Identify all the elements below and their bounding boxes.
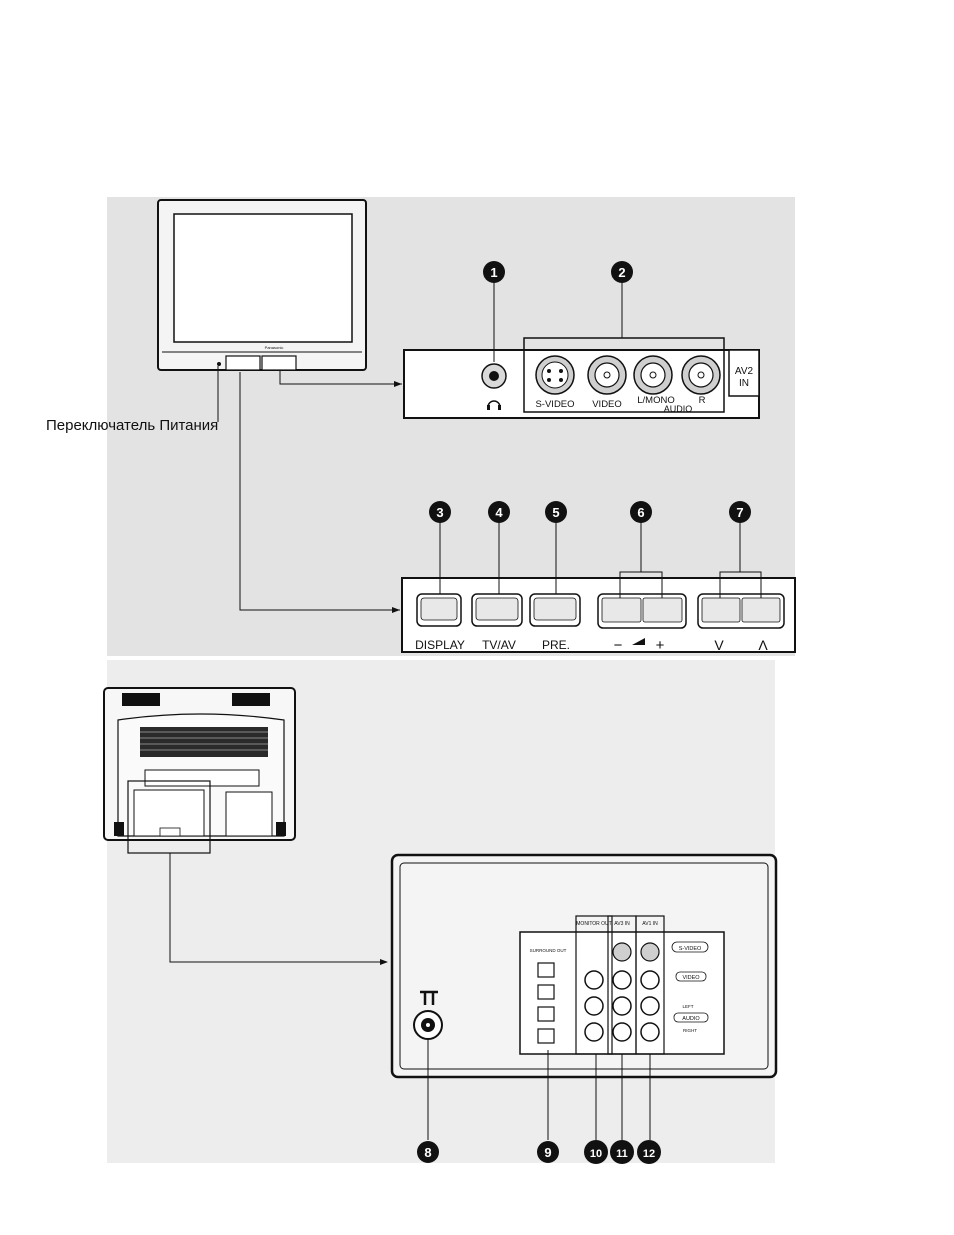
volume-down-button[interactable] — [602, 598, 641, 622]
svg-text:6: 6 — [637, 505, 644, 520]
svg-text:8: 8 — [424, 1145, 431, 1160]
svg-text:1: 1 — [490, 265, 497, 280]
svg-text:7: 7 — [736, 505, 743, 520]
power-button[interactable] — [217, 362, 221, 366]
speaker-terminal[interactable] — [538, 1029, 554, 1043]
av3-right-jack[interactable] — [613, 1023, 631, 1041]
s-video-label: S-VIDEO — [535, 399, 574, 410]
callout-8: 8 — [417, 1141, 439, 1163]
av1-s-video-jack[interactable] — [641, 943, 659, 961]
speaker-terminal[interactable] — [538, 963, 554, 977]
callout-10: 10 — [584, 1140, 608, 1164]
svg-text:11: 11 — [616, 1148, 628, 1160]
power-switch-label: Переключатель Питания — [46, 417, 218, 434]
av3-in-label: AV3 IN — [614, 921, 630, 927]
av1-video-jack[interactable] — [641, 971, 659, 989]
rear-right-label: RIGHT — [683, 1028, 697, 1033]
svg-text:4: 4 — [495, 505, 503, 520]
audio-label: AUDIO — [664, 404, 693, 414]
monitor-out-label: MONITOR OUT — [576, 921, 611, 927]
av1-in-label: AV1 IN — [642, 921, 658, 927]
rear-s-video-label: S-VIDEO — [679, 946, 702, 952]
video-label: VIDEO — [592, 399, 622, 410]
svg-text:9: 9 — [544, 1145, 551, 1160]
monitor-out-left-jack[interactable] — [585, 997, 603, 1015]
in-label: IN — [739, 378, 749, 389]
rear-video-label: VIDEO — [682, 975, 700, 981]
pre-label: PRE. — [542, 638, 570, 652]
front-button-panel: DISPLAY TV/AV PRE. − + V Λ — [402, 578, 795, 654]
svg-text:10: 10 — [590, 1148, 602, 1160]
callout-6: 6 — [630, 501, 652, 523]
tv-front: Panasonic — [158, 200, 366, 370]
channel-down-button[interactable] — [702, 598, 740, 622]
channel-down-label: V — [714, 637, 724, 653]
speaker-terminal[interactable] — [538, 1007, 554, 1021]
callout-5: 5 — [545, 501, 567, 523]
callout-1: 1 — [483, 261, 505, 283]
volume-up-button[interactable] — [643, 598, 682, 622]
callout-4: 4 — [488, 501, 510, 523]
av3-video-jack[interactable] — [613, 971, 631, 989]
tv-av-label: TV/AV — [482, 638, 516, 652]
callout-12: 12 — [637, 1140, 661, 1164]
callout-3: 3 — [429, 501, 451, 523]
callout-2: 2 — [611, 261, 633, 283]
svg-text:3: 3 — [436, 505, 443, 520]
channel-up-button[interactable] — [742, 598, 780, 622]
brand-label: Panasonic — [265, 345, 284, 350]
surround-out-label: SURROUND OUT — [530, 948, 567, 953]
svg-text:5: 5 — [552, 505, 559, 520]
av1-left-jack[interactable] — [641, 997, 659, 1015]
av1-right-jack[interactable] — [641, 1023, 659, 1041]
svg-text:12: 12 — [643, 1148, 655, 1160]
av2-label: AV2 — [735, 366, 754, 377]
monitor-out-right-jack[interactable] — [585, 1023, 603, 1041]
tv-rear — [104, 688, 295, 853]
rear-left-label: LEFT — [682, 1004, 693, 1009]
callout-9: 9 — [537, 1141, 559, 1163]
channel-up-label: Λ — [758, 637, 768, 653]
rear-panel: MONITOR OUT AV3 IN AV1 IN SURROUND OUT S… — [392, 855, 776, 1077]
display-label: DISPLAY — [415, 638, 465, 652]
speaker-terminal[interactable] — [538, 985, 554, 999]
callout-7: 7 — [729, 501, 751, 523]
front-av-panel: S-VIDEO VIDEO L/MONO R AUDIO AV2 IN — [404, 338, 759, 418]
callout-11: 11 — [610, 1140, 634, 1164]
monitor-out-video-jack[interactable] — [585, 971, 603, 989]
r-label: R — [699, 395, 706, 406]
av3-s-video-jack[interactable] — [613, 943, 631, 961]
front-panel-door — [226, 356, 260, 370]
volume-minus-label: − — [614, 637, 623, 654]
av3-left-jack[interactable] — [613, 997, 631, 1015]
rear-audio-label: AUDIO — [682, 1016, 700, 1022]
volume-plus-label: + — [656, 637, 665, 654]
svg-text:2: 2 — [618, 265, 625, 280]
